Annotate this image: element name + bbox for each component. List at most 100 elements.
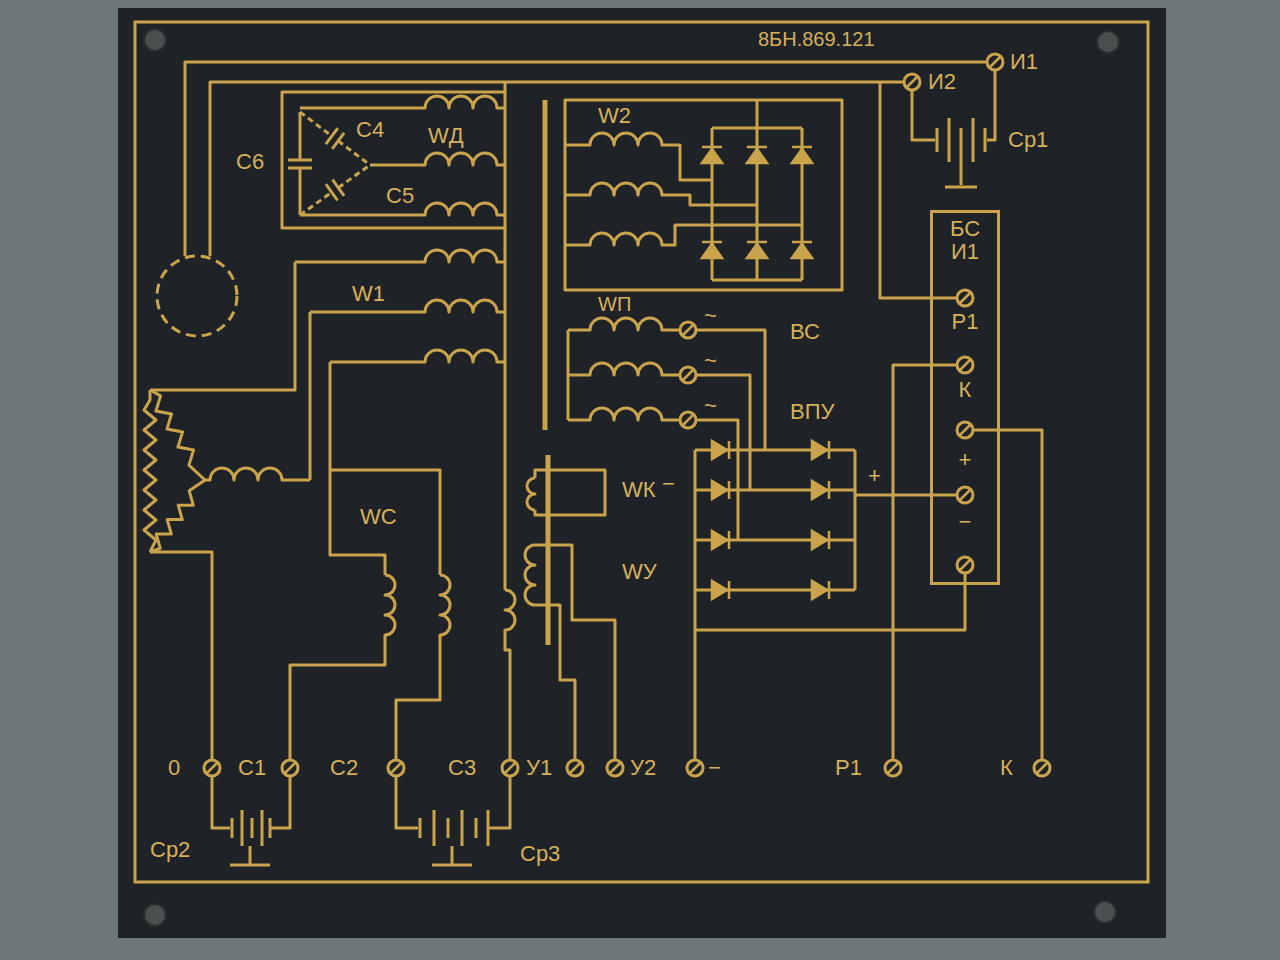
- screw: [144, 29, 166, 51]
- stator-coil: [205, 468, 310, 480]
- diode-symbol: [712, 481, 729, 499]
- wire: [973, 430, 1042, 760]
- diode-symbol: [712, 581, 729, 599]
- coil: [396, 575, 450, 760]
- diode-symbol: [792, 242, 812, 258]
- coil: [290, 575, 395, 760]
- designator-label: −: [708, 756, 721, 780]
- wire: [695, 450, 855, 590]
- designator-label: +: [959, 448, 972, 472]
- terminal: [885, 760, 901, 776]
- terminal: [388, 760, 404, 776]
- designator-label: WП: [598, 293, 631, 315]
- terminal: [680, 367, 696, 383]
- capacitor-bank: [232, 810, 270, 846]
- wire: [504, 228, 507, 590]
- wire: [396, 776, 510, 828]
- designator-label: С6: [236, 150, 264, 174]
- diode-symbol: [712, 531, 729, 549]
- designator-label: WД: [428, 124, 464, 148]
- designator-label: К: [1000, 756, 1013, 780]
- stator-coil: [150, 390, 205, 480]
- designator-label: ~: [704, 394, 717, 418]
- wire: [893, 365, 957, 760]
- transformer-core: [546, 455, 551, 645]
- wire: [987, 70, 995, 140]
- wire: [695, 573, 965, 630]
- capacitor-bank: [420, 810, 488, 846]
- plate: [118, 8, 1166, 938]
- wire: [535, 470, 605, 515]
- terminal: [680, 322, 696, 338]
- designator-label: W1: [352, 282, 385, 306]
- wire: [855, 494, 957, 497]
- diode-symbol: [747, 242, 767, 258]
- terminal: [567, 760, 583, 776]
- terminal: [680, 412, 696, 428]
- wire: [696, 330, 765, 450]
- designator-label: С3: [448, 756, 476, 780]
- diodes: [702, 147, 829, 599]
- screws: [144, 29, 1119, 926]
- bus: [695, 450, 855, 760]
- terminal: [957, 557, 973, 573]
- designator-label: С4: [356, 118, 384, 142]
- designator-label: −: [662, 472, 675, 496]
- designator-label: И1: [951, 240, 979, 264]
- diode-symbol: [812, 581, 829, 599]
- coil: [568, 363, 680, 375]
- terminal: [957, 357, 973, 373]
- wire: [696, 375, 750, 490]
- designator-label: ВС: [790, 320, 820, 344]
- designator-label: И2: [928, 70, 956, 94]
- wire: [880, 82, 957, 298]
- coil: [300, 203, 505, 215]
- designator-label: У2: [630, 756, 656, 780]
- designator-label: ВПУ: [790, 400, 834, 424]
- wire: [712, 100, 802, 280]
- terminal: [502, 760, 518, 776]
- ground-symbol: [432, 846, 472, 865]
- capacitor-symbol: [326, 128, 344, 149]
- wire: [210, 82, 904, 256]
- screw: [1094, 901, 1116, 923]
- wire: [300, 112, 370, 165]
- terminal: [957, 290, 973, 306]
- transformer-core: [543, 100, 548, 430]
- diode-symbol: [812, 441, 829, 459]
- designator-label: ~: [704, 349, 717, 373]
- terminal: [1034, 760, 1050, 776]
- wire: [535, 605, 575, 760]
- coil: [295, 250, 505, 262]
- designator-label: WС: [360, 505, 397, 529]
- ground-symbol: [230, 846, 270, 865]
- coil: [310, 300, 505, 312]
- coil: [568, 408, 680, 420]
- designator-label: Р1: [952, 310, 979, 334]
- coil: [568, 318, 680, 330]
- coil: [505, 590, 515, 760]
- diode-symbol: [747, 147, 767, 163]
- diode-symbol: [702, 147, 722, 163]
- terminal: [607, 760, 623, 776]
- capacitor-box: [282, 92, 505, 228]
- designator-label: И1: [1010, 50, 1038, 74]
- coil: [330, 350, 505, 362]
- coil: [370, 153, 505, 165]
- rectifier-box: [565, 100, 842, 290]
- wire: [150, 552, 212, 760]
- wires: [144, 62, 1042, 865]
- terminal-block: БС: [930, 210, 1000, 585]
- designator-label: W2: [598, 104, 631, 128]
- diode-symbol: [812, 531, 829, 549]
- designator-label: У1: [526, 756, 552, 780]
- terminal: [282, 760, 298, 776]
- terminal: [904, 74, 920, 90]
- designator-label: 8БН.869.121: [758, 28, 875, 50]
- wire: [912, 90, 935, 140]
- designator-label: +: [868, 464, 881, 488]
- designator-label: 0: [168, 756, 180, 780]
